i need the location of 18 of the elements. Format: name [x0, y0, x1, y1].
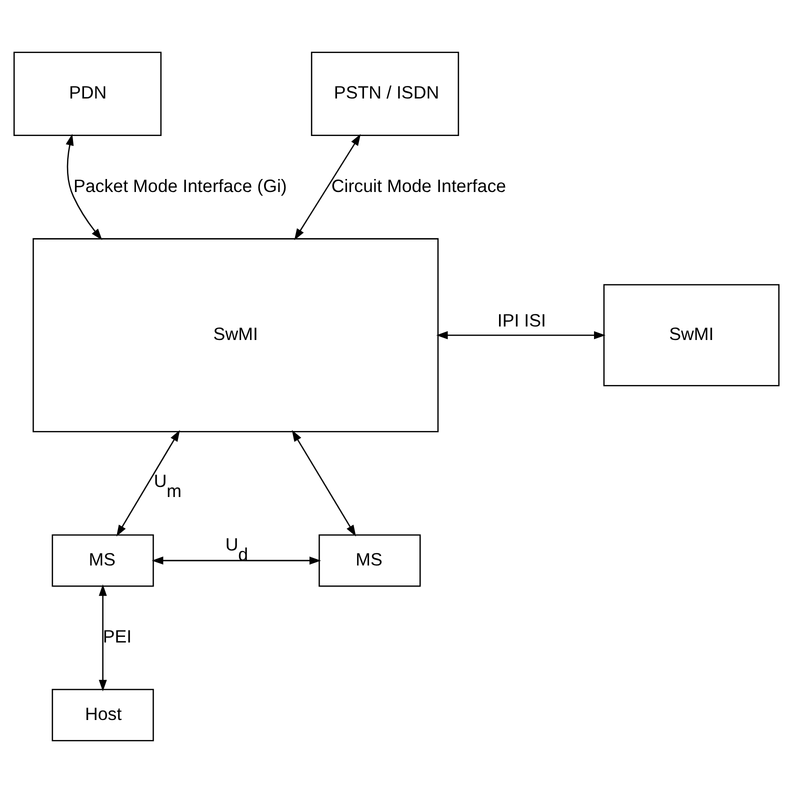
node-box: MS	[318, 534, 420, 586]
arrow	[65, 133, 102, 240]
arrow	[294, 134, 360, 240]
edge-label: PEI	[102, 626, 132, 646]
node-box: MS	[51, 534, 154, 586]
arrow	[98, 584, 106, 691]
node-box: Host	[51, 688, 154, 741]
arrow	[436, 330, 606, 339]
arrow	[151, 556, 320, 564]
node-box: PDN	[12, 51, 162, 136]
node-box: PSTN / ISDN	[310, 51, 459, 136]
node-box: SwMI	[602, 284, 780, 386]
edge-label: IPI ISI	[496, 310, 546, 330]
edge-label: Packet Mode Interface (Gi)	[72, 175, 286, 196]
edge-label: Circuit Mode Interface	[330, 175, 506, 196]
arrow	[116, 429, 180, 536]
arrow	[291, 429, 356, 536]
node-box: SwMI	[32, 238, 438, 432]
